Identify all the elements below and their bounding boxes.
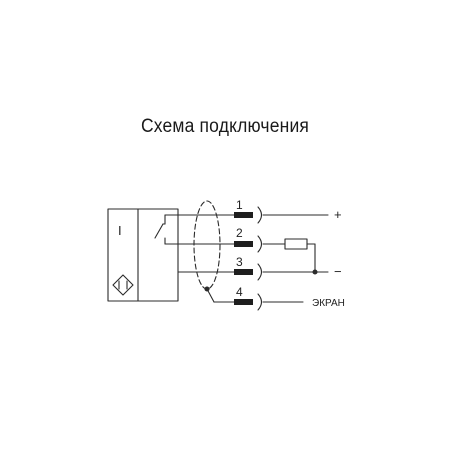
socket-4 [257,293,263,311]
pin-bar-3 [234,269,253,275]
socket-3 [257,263,263,281]
diagram-title: Схема подключения [140,116,310,137]
inductive-sensor-icon [112,274,134,296]
load-resistor [284,238,308,250]
pin-bar-4 [234,299,253,305]
cable-shield [193,200,221,290]
sensor-symbol: I [118,223,122,238]
pin-number-2: 2 [236,226,243,240]
positive-rail-label: + [334,207,342,222]
pin-bar-2 [234,241,253,247]
sensor-body [107,208,179,302]
switch-contact [154,223,164,239]
negative-junction [312,269,318,275]
negative-rail-label: − [334,264,342,279]
pin-number-3: 3 [236,255,243,269]
socket-2 [257,235,263,253]
pin-number-4: 4 [236,285,243,299]
screen-label: ЭКРАН [312,298,345,309]
pin-bar-1 [234,212,253,218]
pin-number-1: 1 [236,198,243,212]
socket-1 [257,206,263,224]
